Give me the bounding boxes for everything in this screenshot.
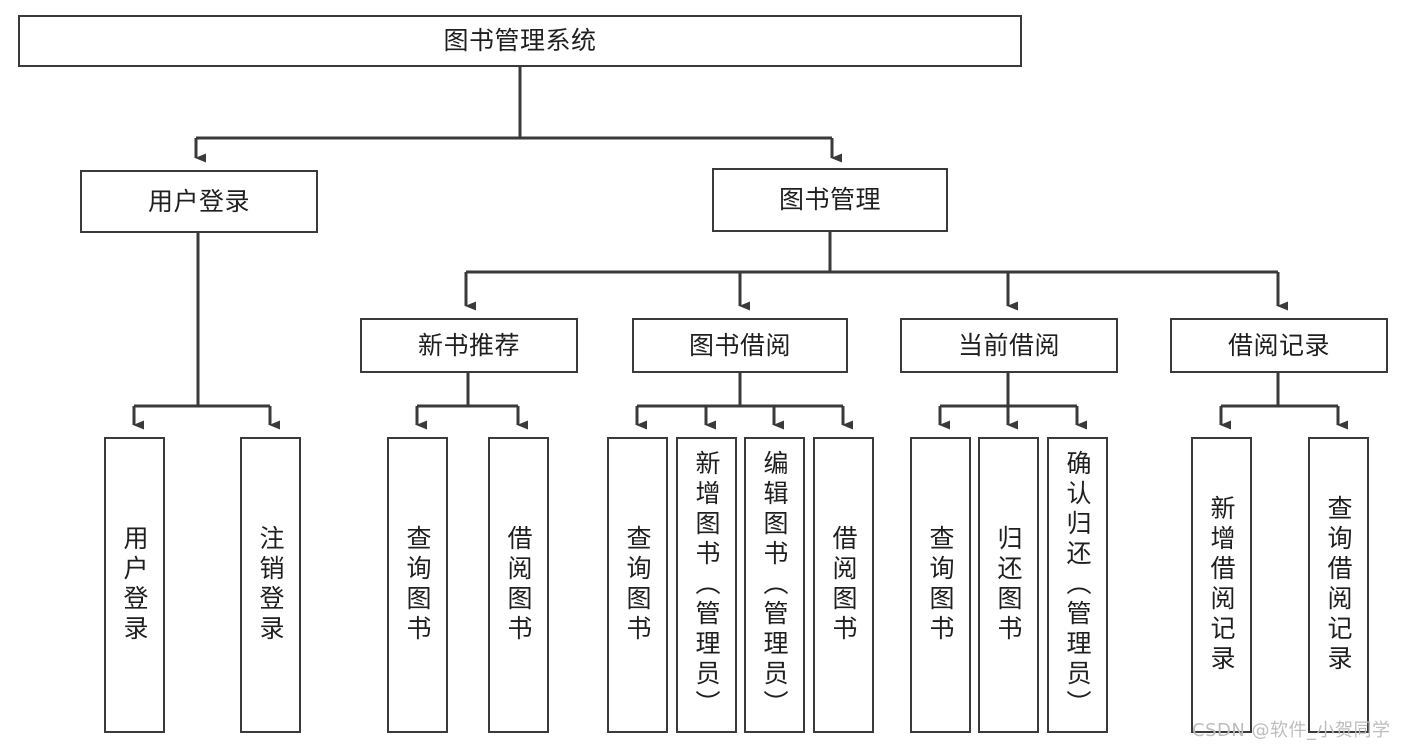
node-borrow-record-label: 借阅记录	[1227, 330, 1330, 360]
leaf-label: 归还图书	[994, 525, 1023, 645]
node-book-borrow-label: 图书借阅	[688, 330, 791, 360]
node-new-book-recommend-label: 新书推荐	[417, 330, 520, 360]
node-current-borrow[interactable]: 当前借阅	[900, 318, 1118, 373]
leaf-borrow-query-book[interactable]: 查询图书	[607, 437, 668, 733]
leaf-label: 查询借阅记录	[1324, 495, 1353, 675]
leaf-record-add-record[interactable]: 新增借阅记录	[1191, 437, 1252, 733]
leaf-borrow-add-book-admin[interactable]: 新增图书（管理员）	[676, 437, 737, 733]
node-book-management-label: 图书管理	[778, 185, 881, 215]
node-book-management[interactable]: 图书管理	[712, 168, 948, 232]
node-user-login[interactable]: 用户登录	[80, 170, 318, 233]
leaf-label: 新增借阅记录	[1207, 495, 1236, 675]
leaf-recommend-borrow-book[interactable]: 借阅图书	[488, 437, 549, 733]
node-root-label: 图书管理系统	[443, 26, 597, 56]
leaf-label: 借阅图书	[829, 525, 858, 645]
leaf-current-return-book[interactable]: 归还图书	[978, 437, 1039, 733]
leaf-label: 用户登录	[120, 525, 149, 645]
leaf-label: 注销登录	[256, 525, 285, 645]
node-current-borrow-label: 当前借阅	[957, 330, 1060, 360]
leaf-label: 确认归还（管理员）	[1063, 450, 1092, 720]
node-new-book-recommend[interactable]: 新书推荐	[360, 318, 578, 373]
node-borrow-record[interactable]: 借阅记录	[1170, 318, 1388, 373]
leaf-record-query-record[interactable]: 查询借阅记录	[1308, 437, 1369, 733]
leaf-label: 查询图书	[403, 525, 432, 645]
leaf-label: 借阅图书	[504, 525, 533, 645]
leaf-current-query-book[interactable]: 查询图书	[910, 437, 971, 733]
leaf-user-login-logout[interactable]: 注销登录	[240, 437, 301, 733]
leaf-user-login-login[interactable]: 用户登录	[104, 437, 165, 733]
leaf-label: 查询图书	[926, 525, 955, 645]
leaf-label: 新增图书（管理员）	[692, 450, 721, 720]
leaf-label: 编辑图书（管理员）	[760, 450, 789, 720]
watermark: CSDN @软件_小贺同学	[1192, 720, 1391, 741]
leaf-current-confirm-return-admin[interactable]: 确认归还（管理员）	[1047, 437, 1108, 733]
node-user-login-label: 用户登录	[147, 186, 250, 216]
leaf-borrow-edit-book-admin[interactable]: 编辑图书（管理员）	[744, 437, 805, 733]
leaf-borrow-borrow-book[interactable]: 借阅图书	[813, 437, 874, 733]
node-book-borrow[interactable]: 图书借阅	[632, 318, 848, 373]
node-root[interactable]: 图书管理系统	[18, 15, 1022, 67]
leaf-recommend-query-book[interactable]: 查询图书	[387, 437, 448, 733]
leaf-label: 查询图书	[623, 525, 652, 645]
